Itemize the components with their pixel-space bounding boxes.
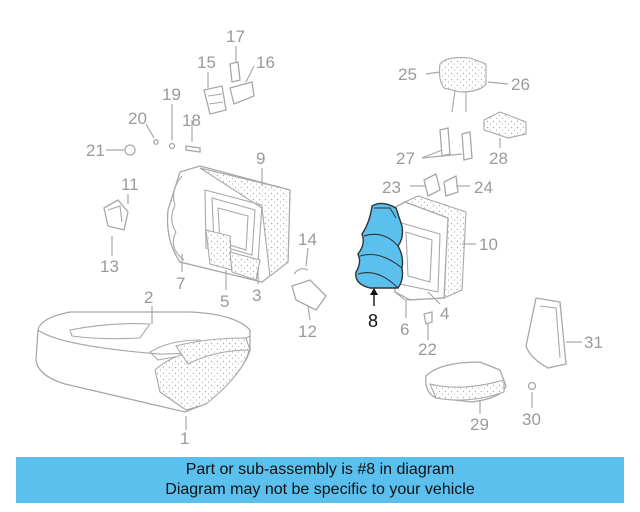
callout-5: 5 bbox=[220, 292, 229, 311]
callout-2: 2 bbox=[144, 288, 153, 307]
part-right-seatback bbox=[389, 195, 467, 301]
leader-lines bbox=[106, 46, 582, 430]
callout-13: 13 bbox=[100, 257, 119, 276]
callout-31: 31 bbox=[584, 333, 603, 352]
part-12-14-lock bbox=[291, 268, 327, 311]
banner-line-1: Part or sub-assembly is #8 in diagram bbox=[185, 461, 455, 478]
parts-diagram: 1 2 3 4 5 6 7 8 9 10 11 12 13 14 15 16 1… bbox=[35, 27, 603, 448]
callout-11: 11 bbox=[121, 175, 139, 194]
part-headrest bbox=[438, 57, 487, 113]
callout-29: 29 bbox=[470, 415, 489, 434]
callout-6: 6 bbox=[400, 320, 409, 339]
part-31-panel bbox=[525, 297, 567, 369]
callout-20: 20 bbox=[128, 109, 147, 128]
callout-labels: 1 2 3 4 5 6 7 8 9 10 11 12 13 14 15 16 1… bbox=[86, 27, 603, 448]
callout-17: 17 bbox=[226, 27, 245, 46]
banner-line-2: Diagram may not be specific to your vehi… bbox=[165, 481, 475, 498]
part-29-armrest bbox=[425, 361, 507, 403]
callout-4: 4 bbox=[440, 304, 449, 323]
callout-8: 8 bbox=[368, 311, 378, 331]
callout-1: 1 bbox=[180, 429, 189, 448]
callout-15: 15 bbox=[197, 53, 216, 72]
callout-27: 27 bbox=[396, 149, 415, 168]
callout-3: 3 bbox=[252, 286, 261, 305]
callout-24: 24 bbox=[474, 178, 493, 197]
part-8-highlighted bbox=[355, 202, 404, 289]
callout-21: 21 bbox=[86, 141, 105, 160]
part-11-13-clip bbox=[103, 199, 129, 231]
info-banner: Part or sub-assembly is #8 in diagram Di… bbox=[16, 457, 624, 503]
callout-9: 9 bbox=[256, 149, 265, 168]
part-28-bracket bbox=[483, 111, 527, 139]
callout-12: 12 bbox=[298, 322, 317, 341]
callout-14: 14 bbox=[298, 230, 317, 249]
callout-28: 28 bbox=[489, 149, 508, 168]
part-seat-cushion bbox=[35, 311, 251, 413]
callout-18: 18 bbox=[182, 111, 201, 130]
callout-23: 23 bbox=[382, 178, 401, 197]
part-27-guides bbox=[439, 127, 473, 161]
callout-30: 30 bbox=[522, 410, 541, 429]
part-15-16-17-hinges bbox=[203, 61, 255, 115]
callout-19: 19 bbox=[162, 85, 181, 104]
callout-22: 22 bbox=[418, 340, 437, 359]
part-left-seatback bbox=[166, 165, 291, 283]
callout-26: 26 bbox=[511, 75, 530, 94]
small-hardware bbox=[124, 139, 537, 391]
callout-7: 7 bbox=[176, 274, 185, 293]
callout-16: 16 bbox=[256, 53, 275, 72]
callout-10: 10 bbox=[479, 235, 498, 254]
part-23-24-latches bbox=[423, 173, 459, 197]
callout-25: 25 bbox=[398, 65, 417, 84]
